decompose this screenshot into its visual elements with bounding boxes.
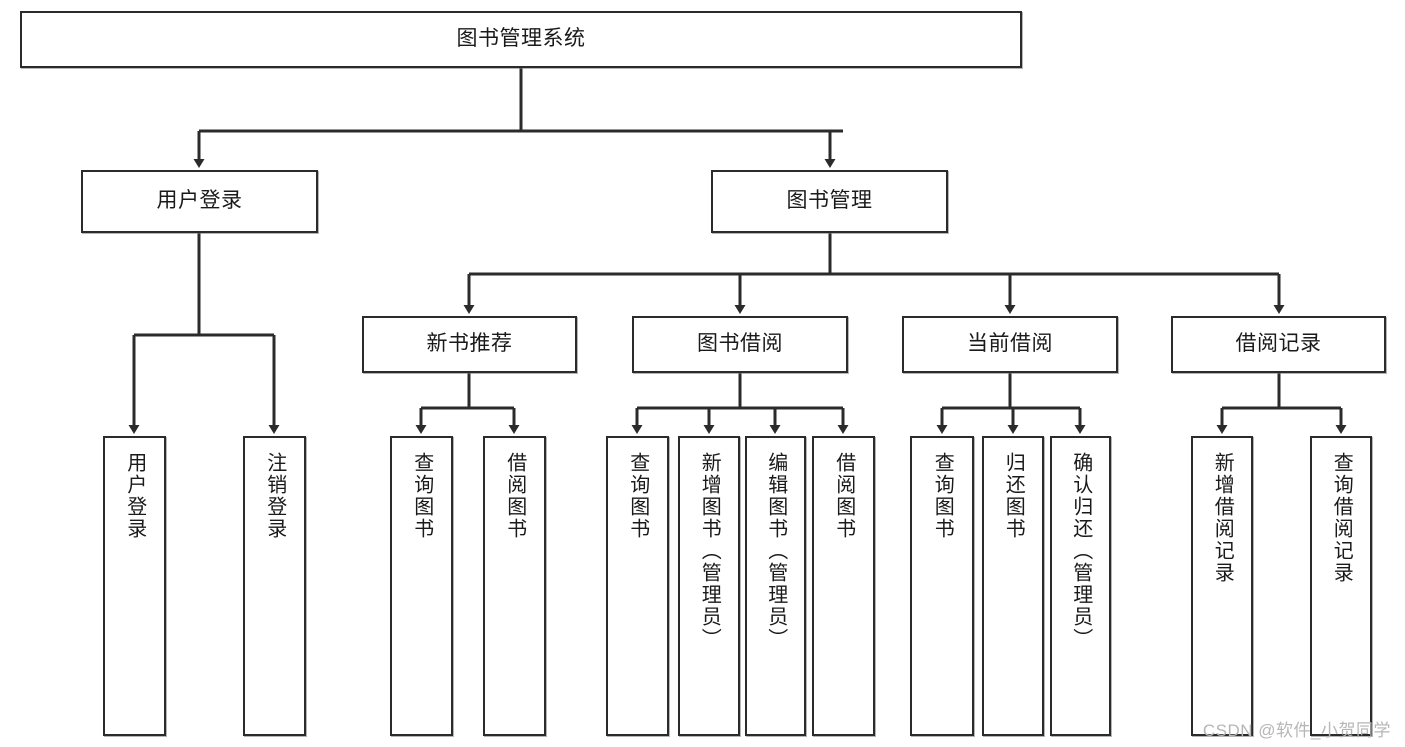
node-new-book-recommend-label: 新书推荐	[426, 332, 513, 356]
node-root[interactable]: 图书管理系统	[20, 11, 1022, 68]
node-book-manage-label: 图书管理	[786, 189, 873, 213]
leaf-borrow-book-a-label: 借阅图书	[503, 452, 526, 540]
leaf-borrow-book-a[interactable]: 借阅图书	[483, 436, 546, 736]
leaf-borrow-book-b-label: 借阅图书	[832, 452, 855, 540]
leaf-logout-login-label: 注销登录	[263, 452, 286, 540]
leaf-query-book-a-label: 查询图书	[410, 452, 433, 540]
node-borrow-record[interactable]: 借阅记录	[1171, 316, 1386, 373]
leaf-query-borrow-record-label: 查询借阅记录	[1330, 452, 1353, 584]
node-book-manage[interactable]: 图书管理	[711, 170, 948, 233]
node-current-borrow[interactable]: 当前借阅	[902, 316, 1118, 373]
leaf-user-login[interactable]: 用户登录	[103, 436, 166, 736]
leaf-add-borrow-record-label: 新增借阅记录	[1211, 452, 1234, 584]
node-borrow-record-label: 借阅记录	[1235, 332, 1322, 356]
watermark-text: CSDN @软件_小贺同学	[1202, 721, 1391, 740]
leaf-query-borrow-record[interactable]: 查询借阅记录	[1310, 436, 1372, 736]
node-current-borrow-label: 当前借阅	[967, 332, 1053, 356]
leaf-edit-book-admin-label: 编辑图书（管理员）	[764, 452, 787, 650]
leaf-confirm-return[interactable]: 确认归还（管理员）	[1050, 436, 1111, 736]
leaf-add-borrow-record[interactable]: 新增借阅记录	[1191, 436, 1253, 736]
leaf-return-book[interactable]: 归还图书	[982, 436, 1044, 736]
node-book-borrow[interactable]: 图书借阅	[632, 316, 848, 373]
leaf-return-book-label: 归还图书	[1002, 452, 1025, 540]
leaf-borrow-book-b[interactable]: 借阅图书	[812, 436, 875, 736]
leaf-query-book-c-label: 查询图书	[931, 452, 954, 540]
node-root-label: 图书管理系统	[456, 27, 586, 51]
node-user-login[interactable]: 用户登录	[81, 170, 318, 233]
leaf-user-login-label: 用户登录	[123, 452, 146, 540]
leaf-query-book-b-label: 查询图书	[626, 452, 649, 540]
leaf-logout-login[interactable]: 注销登录	[243, 436, 306, 736]
leaf-edit-book-admin[interactable]: 编辑图书（管理员）	[745, 436, 806, 736]
node-user-login-label: 用户登录	[156, 189, 243, 213]
leaf-query-book-c[interactable]: 查询图书	[910, 436, 974, 736]
node-new-book-recommend[interactable]: 新书推荐	[362, 316, 577, 373]
leaf-add-book-admin-label: 新增图书（管理员）	[698, 452, 721, 650]
leaf-add-book-admin[interactable]: 新增图书（管理员）	[678, 436, 740, 736]
leaf-confirm-return-label: 确认归还（管理员）	[1069, 452, 1092, 650]
leaf-query-book-b[interactable]: 查询图书	[606, 436, 669, 736]
node-book-borrow-label: 图书借阅	[697, 332, 783, 356]
leaf-query-book-a[interactable]: 查询图书	[390, 436, 453, 736]
